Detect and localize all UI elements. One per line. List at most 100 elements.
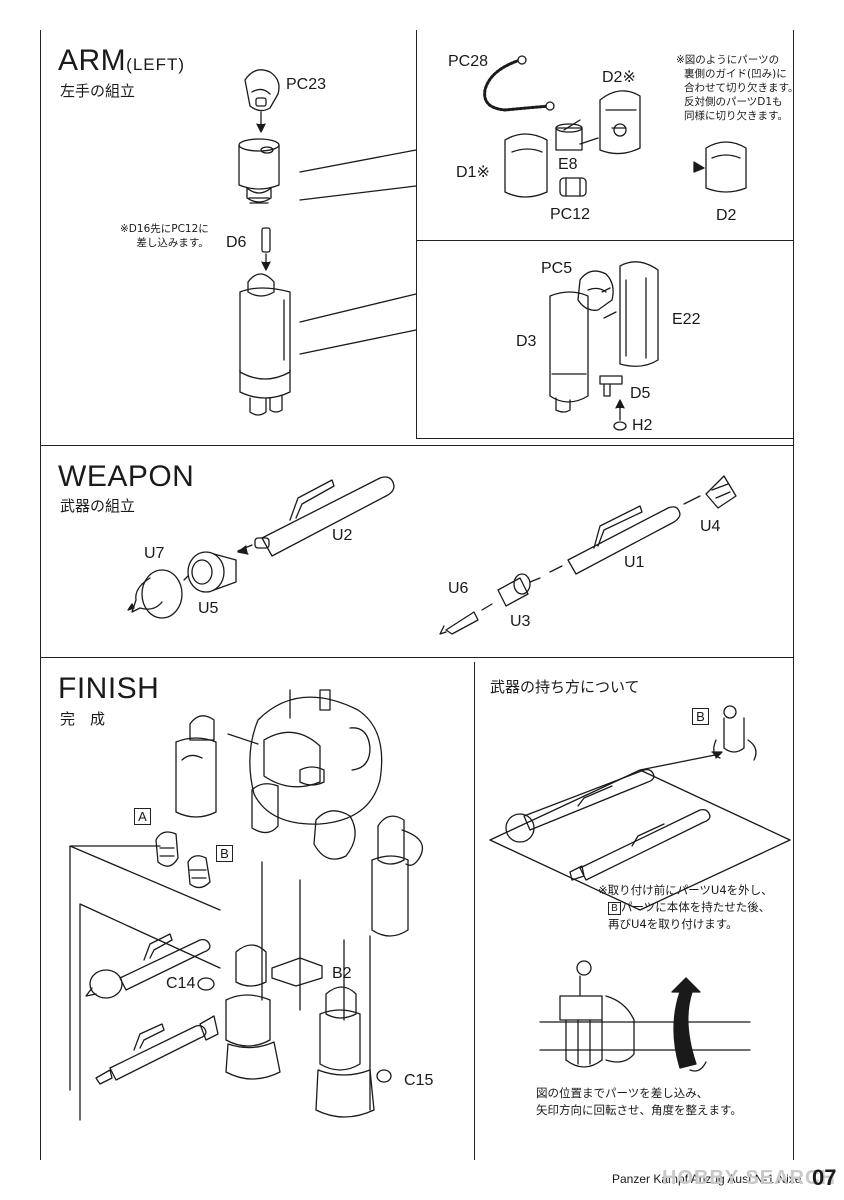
watermark-text: HOBBY SEARCH bbox=[662, 1167, 836, 1189]
part-finish-right-arm-drawing bbox=[371, 815, 423, 937]
note-d2-line3: 合わせて切り欠きます。 bbox=[684, 82, 799, 94]
note-d2: ※図のようにパーツの 裏側のガイド(凹み)に 合わせて切り欠きます。 反対側のパ… bbox=[676, 53, 798, 123]
part-rotate-detail-drawing bbox=[539, 960, 751, 1072]
box-label-a: A bbox=[134, 808, 151, 825]
label-d6: D6 bbox=[226, 234, 247, 251]
rotate-note: 図の位置までパーツを差し込み、 矢印方向に回転させ、角度を整えます。 bbox=[536, 1085, 742, 1119]
part-finish-body-drawing bbox=[249, 689, 383, 860]
rotate-note-line1: 図の位置までパーツを差し込み、 bbox=[536, 1086, 709, 1100]
label-c14: C14 bbox=[166, 975, 196, 992]
note-d6: ※D16先にPC12に 差し込みます。 bbox=[120, 222, 209, 250]
label-e22: E22 bbox=[672, 311, 701, 328]
part-e22-drawing bbox=[619, 261, 659, 367]
grip-note-line3: 再びU4を取り付けます。 bbox=[608, 917, 738, 931]
arm-detail-divider bbox=[416, 240, 794, 241]
grip-note-box-b: B bbox=[608, 902, 621, 915]
part-grip-weapon1-drawing bbox=[505, 768, 655, 843]
label-pc12: PC12 bbox=[550, 206, 591, 223]
label-d2: D2 bbox=[716, 207, 737, 224]
label-b2: B2 bbox=[332, 965, 352, 982]
note-d2-line1: ※図のようにパーツの bbox=[676, 54, 780, 66]
part-pc23-drawing bbox=[244, 69, 280, 112]
rotate-note-line2: 矢印方向に回転させ、角度を整えます。 bbox=[536, 1103, 742, 1117]
label-u5: U5 bbox=[198, 600, 219, 617]
label-pc5: PC5 bbox=[541, 260, 573, 277]
part-finish-weapon1-drawing bbox=[85, 933, 211, 999]
note-d2-line2: 裏側のガイド(凹み)に bbox=[684, 68, 787, 80]
part-pc12-drawing bbox=[559, 177, 587, 197]
label-u7: U7 bbox=[144, 545, 165, 562]
part-u5-drawing bbox=[187, 551, 237, 593]
part-u6-drawing bbox=[439, 611, 479, 635]
grip-title: 武器の持ち方について bbox=[490, 678, 640, 696]
finish-connector-left2 bbox=[79, 903, 221, 1121]
part-hand-b-drawing bbox=[187, 855, 211, 889]
arm-detail-vline-top bbox=[416, 30, 417, 240]
page-frame bbox=[40, 30, 794, 1160]
part-u3-drawing bbox=[497, 573, 531, 607]
part-d1-drawing bbox=[504, 133, 548, 198]
part-hand-a-drawing bbox=[155, 831, 179, 867]
part-d6-drawing bbox=[261, 227, 271, 253]
part-forearm-drawing bbox=[239, 273, 291, 416]
part-d2-detail-drawing bbox=[693, 141, 747, 193]
page-number: 07 bbox=[812, 1165, 837, 1190]
part-pc28-drawing bbox=[483, 55, 555, 112]
label-d3: D3 bbox=[516, 333, 537, 350]
note-d6-line2: 差し込みます。 bbox=[136, 237, 209, 249]
label-d1-mark: D1※ bbox=[456, 164, 490, 181]
grip-connector bbox=[639, 753, 721, 771]
grip-note-line1: ※取り付け前にパーツU4を外し、 bbox=[598, 883, 773, 897]
part-pc5-drawing bbox=[577, 270, 614, 311]
grip-note-line2-text: パーツに本体を持たせた後、 bbox=[621, 900, 771, 914]
finish-subtitle: 完 成 bbox=[60, 710, 106, 728]
part-h2-drawing bbox=[613, 399, 627, 431]
part-finish-leg-right-drawing bbox=[315, 986, 392, 1118]
weapon-title: WEAPON bbox=[58, 460, 195, 493]
arm-title: ARM(LEFT) bbox=[58, 44, 185, 78]
section-divider-finish bbox=[40, 657, 794, 658]
part-u7-drawing bbox=[127, 569, 183, 619]
part-finish-left-arm-drawing bbox=[175, 715, 217, 818]
label-pc23: PC23 bbox=[286, 76, 327, 93]
part-u2-drawing bbox=[254, 476, 395, 557]
footer-product-name: Panzer Kampf Anzug Ausf.N-1 Nixe bbox=[612, 1172, 802, 1186]
label-e8: E8 bbox=[558, 156, 578, 173]
finish-grip-divider bbox=[474, 662, 475, 1160]
part-grip-weapon2-drawing bbox=[569, 808, 711, 881]
arm-detail-vline-bottom bbox=[416, 240, 417, 438]
part-d3-drawing bbox=[549, 291, 589, 413]
arm-subtitle: 左手の組立 bbox=[60, 82, 136, 100]
label-u4: U4 bbox=[700, 518, 721, 535]
callout-lower bbox=[299, 293, 417, 355]
label-d2-mark: D2※ bbox=[602, 69, 636, 86]
part-d5-drawing bbox=[599, 375, 623, 397]
label-u3: U3 bbox=[510, 613, 531, 630]
finish-connector-center bbox=[261, 861, 301, 1011]
part-upper-arm-drawing bbox=[238, 138, 280, 204]
weapon-subtitle: 武器の組立 bbox=[60, 497, 136, 515]
label-c15: C15 bbox=[404, 1072, 434, 1089]
label-u6: U6 bbox=[448, 580, 469, 597]
arm-title-suffix: (LEFT) bbox=[126, 55, 186, 74]
grip-box-label-b: B bbox=[692, 708, 709, 725]
arm-title-text: ARM bbox=[58, 44, 127, 77]
callout-upper bbox=[299, 149, 417, 201]
arm-detail-bottom-edge bbox=[416, 438, 794, 439]
label-h2: H2 bbox=[632, 417, 653, 434]
part-u1-drawing bbox=[567, 505, 681, 575]
part-b2-drawing bbox=[271, 957, 323, 987]
part-finish-weapon2-drawing bbox=[95, 1015, 219, 1085]
finish-connector-right bbox=[343, 935, 371, 1111]
part-e8-drawing bbox=[555, 123, 583, 151]
label-u2: U2 bbox=[332, 527, 353, 544]
finish-title: FINISH bbox=[58, 672, 160, 705]
grip-parallelogram bbox=[489, 769, 791, 911]
part-finish-leg-left-drawing bbox=[197, 944, 281, 1080]
label-d5: D5 bbox=[630, 385, 651, 402]
section-divider-weapon bbox=[40, 445, 794, 446]
label-u1: U1 bbox=[624, 554, 645, 571]
